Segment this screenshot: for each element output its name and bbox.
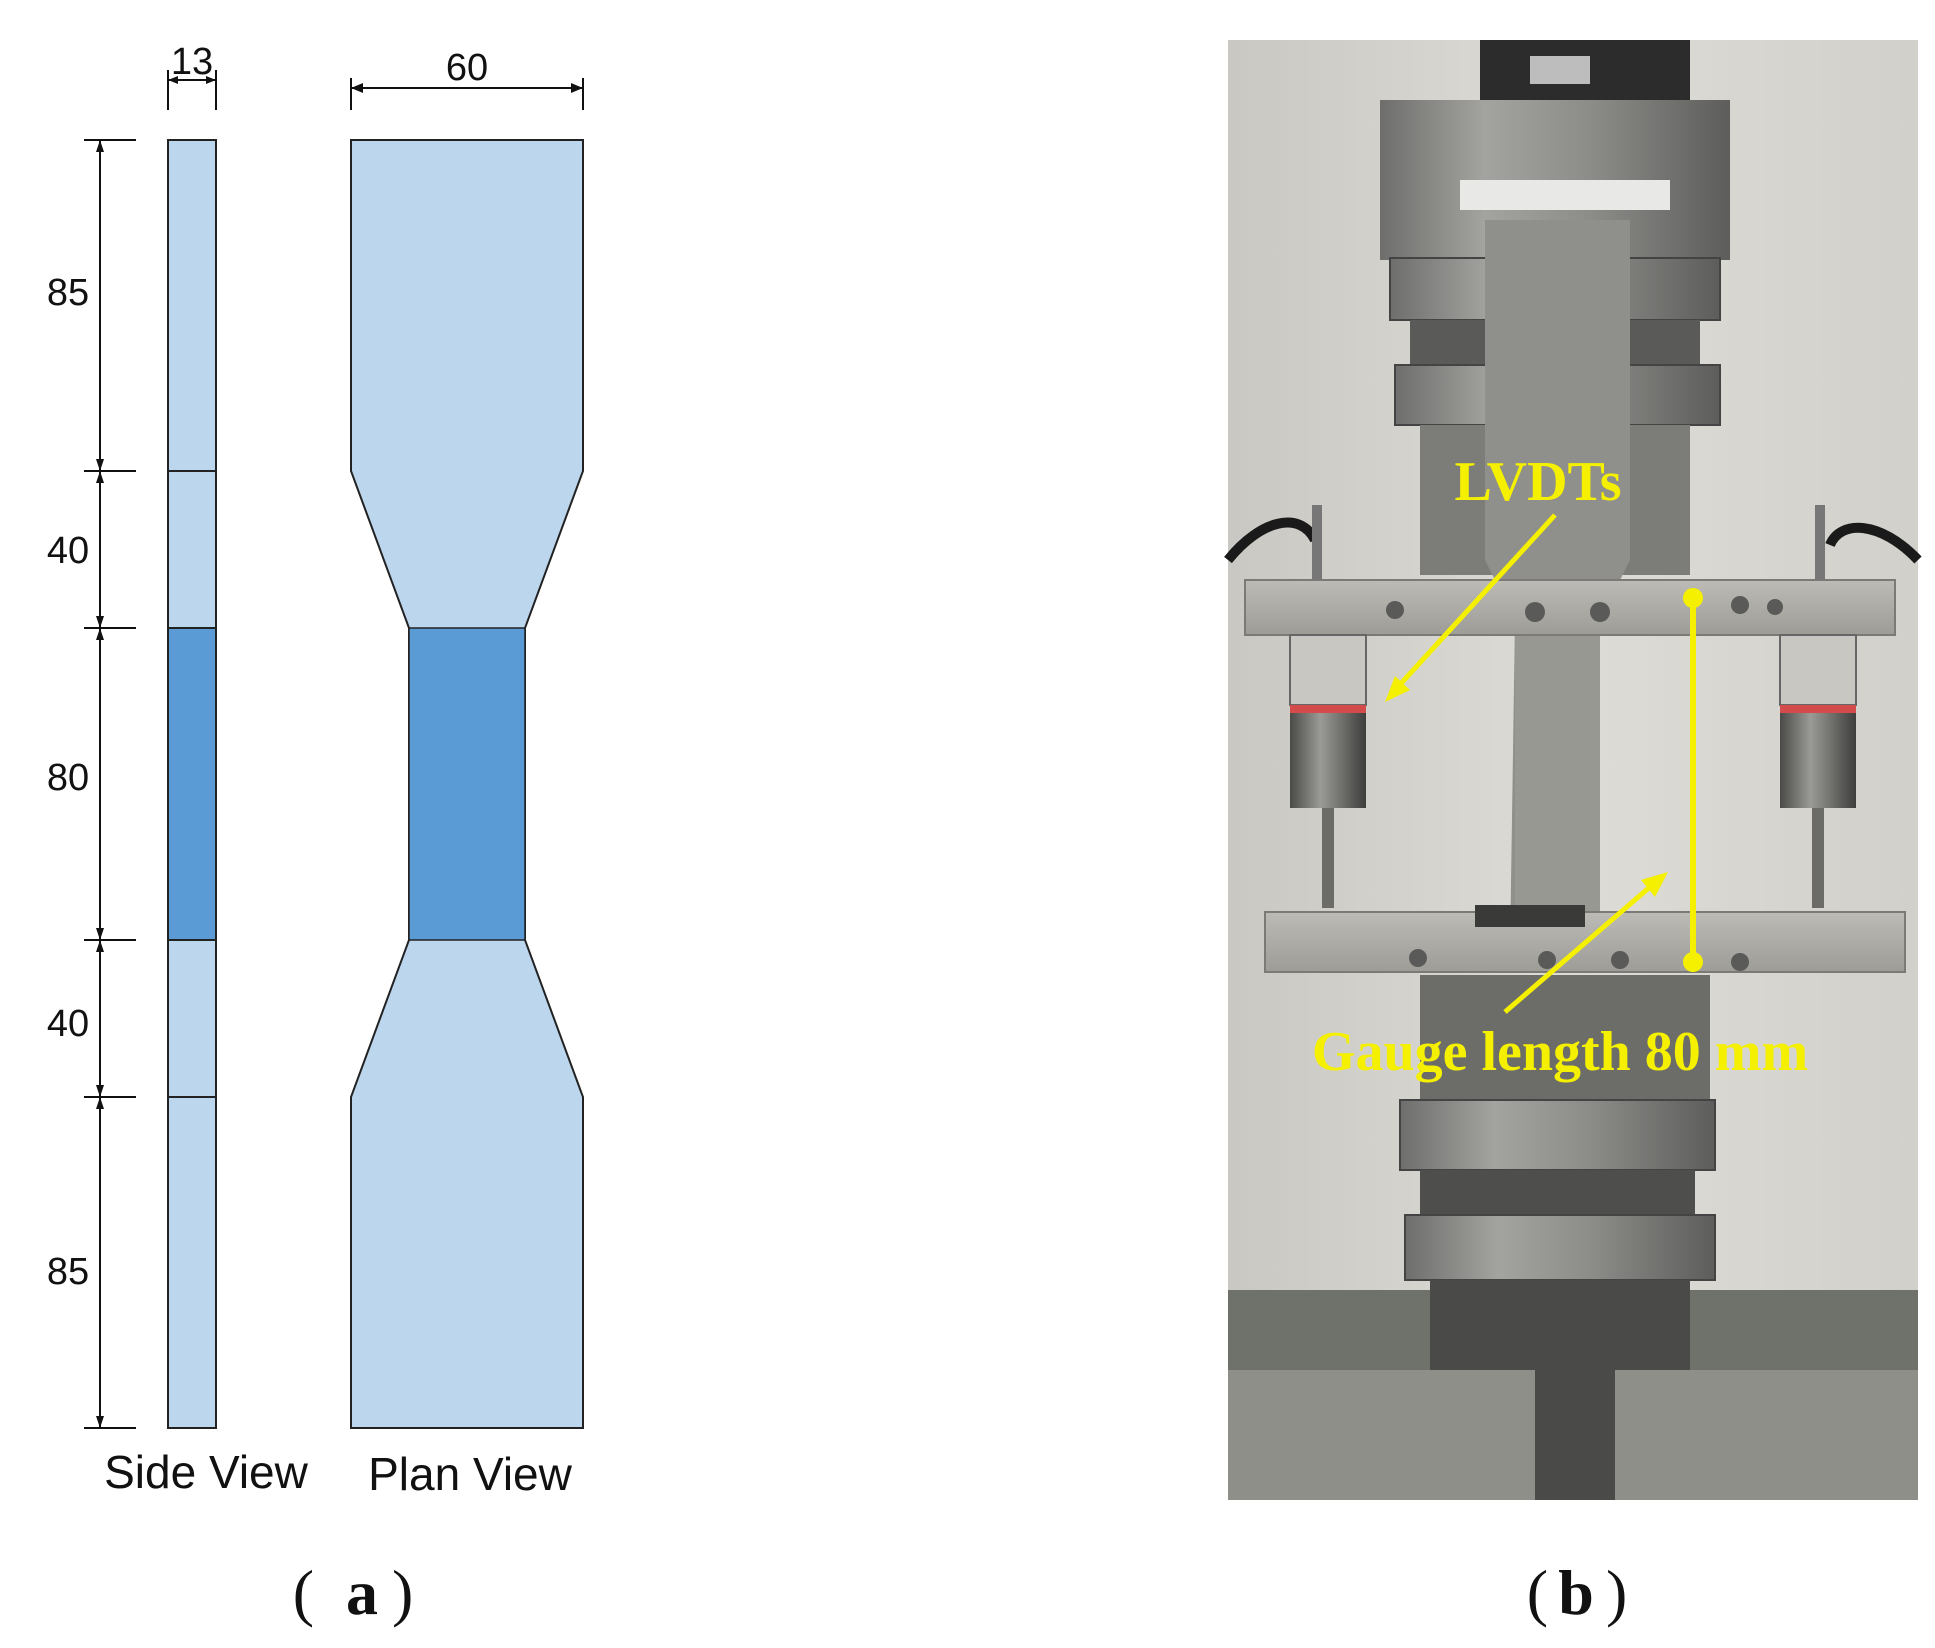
gauge-length-label: Gauge length 80 mm [1312,1021,1808,1083]
dim-grip-top-label: 85 [47,272,89,314]
panel-b-photo: LVDTs Gauge length 80 mm [1224,40,1922,1500]
lvdt-left [1289,634,1367,908]
lower-grip-wedge [1404,1214,1716,1281]
lvdt-annotation: LVDTs [1385,451,1622,702]
lvdts-label: LVDTs [1454,451,1621,513]
lower-actuator [1535,1370,1615,1500]
dim-gauge-label: 80 [47,757,89,799]
svg-text:): ) [392,1557,413,1628]
upper-lvdt-frame [1244,579,1896,636]
dimension-side-width: 13 [167,41,217,110]
side-view-specimen [167,139,217,1429]
caption-a: ( a ) [293,1557,414,1628]
plan-width-label: 60 [446,47,488,89]
lvdt-right [1779,634,1857,908]
side-view-label: Side View [104,1446,309,1498]
dim-taper-bottom-label: 40 [47,1003,89,1045]
caption-a-letter: a [346,1557,378,1628]
lower-grip-body [1420,975,1710,1105]
panel-a-drawing: 13 60 85 40 80 40 [47,41,584,1500]
svg-text:): ) [1606,1557,1627,1628]
dim-grip-bottom-label: 85 [47,1251,89,1293]
dimension-chain-vertical: 85 40 80 40 85 [47,139,136,1429]
svg-text:(: ( [293,1557,314,1628]
side-view-gauge-section [167,627,217,941]
plan-view-label: Plan View [368,1448,573,1500]
svg-text:(: ( [1527,1557,1548,1628]
dim-taper-top-label: 40 [47,530,89,572]
plan-view-gauge-section [408,627,526,941]
caption-b: ( b ) [1527,1557,1628,1628]
side-width-label: 13 [171,41,213,83]
dimension-plan-width: 60 [350,47,584,110]
caption-b-letter: b [1558,1557,1594,1628]
lower-grip-wedge [1399,1099,1716,1171]
gauge-length-marker: Gauge length 80 mm [1312,588,1808,1083]
plan-view-specimen [350,139,584,1429]
